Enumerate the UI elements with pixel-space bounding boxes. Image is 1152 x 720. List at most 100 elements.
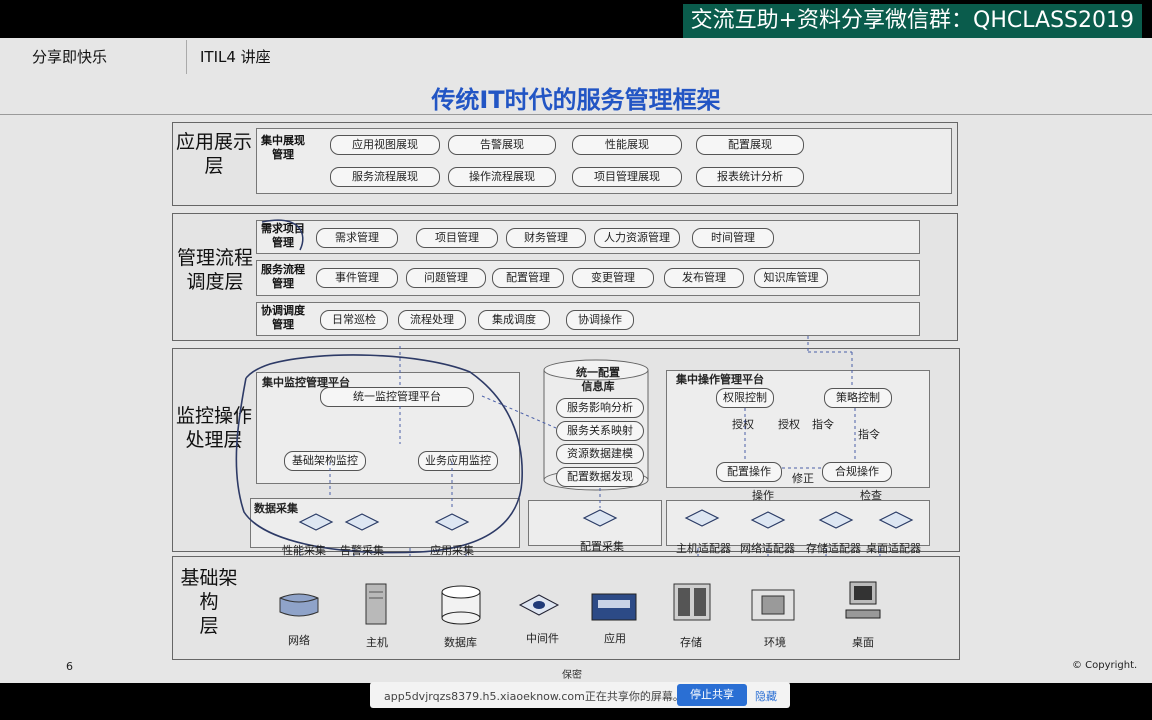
mgmt-layer-label: 管理流程调度层: [176, 247, 253, 293]
grant-label: 授权: [732, 418, 754, 431]
cmdb-item: 资源数据建模: [556, 444, 644, 464]
copyright: © Copyright.: [1072, 660, 1138, 671]
host-icon: [365, 583, 387, 625]
service-row-label: 服务流程管理: [261, 263, 305, 290]
infra-label: 网络: [288, 634, 310, 647]
infra-label: 中间件: [526, 632, 559, 645]
grant-label: 授权: [778, 418, 800, 431]
database-icon: [441, 585, 481, 625]
service-pill: 问题管理: [406, 268, 486, 288]
header-divider: [186, 40, 187, 74]
service-pill: 变更管理: [572, 268, 654, 288]
config-op-pill: 配置操作: [716, 462, 782, 482]
network-icon: [279, 593, 319, 617]
collector-diamond: [684, 509, 720, 527]
hide-button[interactable]: 隐藏: [755, 690, 777, 703]
cmdb-item: 服务关系映射: [556, 421, 644, 441]
footer-center: 保密: [562, 670, 582, 681]
demand-pill: 时间管理: [692, 228, 774, 248]
stop-sharing-button[interactable]: 停止共享: [677, 684, 747, 706]
perf-collect-label: 性能采集: [282, 544, 326, 557]
collection-panel: [250, 498, 520, 548]
demand-pill: 项目管理: [416, 228, 498, 248]
collector-diamond: [582, 509, 618, 527]
app-pill: 应用视图展现: [330, 135, 440, 155]
demand-row-label: 需求项目管理: [261, 222, 305, 249]
collection-label: 数据采集: [254, 502, 298, 515]
page-number: 6: [66, 660, 73, 673]
slide-title: 传统IT时代的服务管理框架: [431, 86, 721, 114]
collector-diamond: [344, 513, 380, 531]
adapter-label: 桌面适配器: [866, 542, 921, 555]
wechat-banner: 交流互助+资料分享微信群：QHCLASS2019: [682, 4, 1142, 38]
infra-monitor-pill: 基础架构监控: [284, 451, 366, 471]
compliance-op-pill: 合规操作: [822, 462, 892, 482]
collector-diamond: [750, 511, 786, 529]
infra-label: 存储: [680, 636, 702, 649]
coord-pill: 协调操作: [566, 310, 634, 330]
demand-pill: 需求管理: [316, 228, 398, 248]
instruct-label: 指令: [858, 428, 880, 441]
service-pill: 知识库管理: [754, 268, 828, 288]
service-pill: 配置管理: [492, 268, 564, 288]
header-left: 分享即快乐: [32, 48, 108, 66]
ops-platform-title: 集中操作管理平台: [676, 373, 764, 386]
infra-label: 应用: [604, 632, 626, 645]
app-pill: 服务流程展现: [330, 167, 440, 187]
environment-icon: [751, 589, 795, 621]
infra-label: 环境: [764, 636, 786, 649]
adapter-panel: [666, 500, 930, 546]
app-collect-label: 应用采集: [430, 544, 474, 557]
check-label: 检查: [860, 489, 882, 502]
unified-monitor-pill: 统一监控管理平台: [320, 387, 474, 407]
demand-pill: 人力资源管理: [594, 228, 680, 248]
demand-pill: 财务管理: [506, 228, 586, 248]
title-rule: [0, 114, 1152, 115]
monitor-layer-label: 监控操作处理层: [175, 405, 252, 451]
cmdb-item: 配置数据发现: [556, 467, 644, 487]
cmdb-item: 服务影响分析: [556, 398, 644, 418]
app-pill: 报表统计分析: [696, 167, 804, 187]
app-pill: 告警展现: [448, 135, 556, 155]
app-monitor-pill: 业务应用监控: [418, 451, 498, 471]
coord-pill: 流程处理: [398, 310, 466, 330]
service-pill: 事件管理: [316, 268, 398, 288]
alarm-collect-label: 告警采集: [340, 544, 384, 557]
op-label: 操作: [752, 489, 774, 502]
application-icon: [591, 593, 637, 621]
app-pill: 项目管理展现: [572, 167, 682, 187]
app-pill: 操作流程展现: [448, 167, 556, 187]
collector-diamond: [878, 511, 914, 529]
monitor-platform-title: 集中监控管理平台: [262, 376, 350, 389]
desktop-icon: [845, 581, 881, 619]
coord-pill: 集成调度: [478, 310, 550, 330]
coord-row-label: 协调调度管理: [261, 304, 305, 331]
app-pill: 配置展现: [696, 135, 804, 155]
app-layer-label: 应用展示层: [175, 131, 252, 177]
fix-label: 修正: [792, 472, 814, 485]
storage-icon: [673, 583, 711, 621]
app-row-label: 集中展现管理: [261, 134, 305, 161]
collector-diamond: [434, 513, 470, 531]
collector-diamond: [818, 511, 854, 529]
adapter-label: 网络适配器: [740, 542, 795, 555]
collector-diamond: [298, 513, 334, 531]
coord-pill: 日常巡检: [320, 310, 388, 330]
infra-layer-box: [172, 556, 960, 660]
middleware-icon: [518, 594, 560, 616]
app-pill: 性能展现: [572, 135, 682, 155]
infra-layer-label: 基础架构层: [180, 567, 238, 637]
adapter-label: 主机适配器: [676, 542, 731, 555]
config-collect-label: 配置采集: [580, 540, 624, 553]
infra-label: 主机: [366, 636, 388, 649]
perm-control-pill: 权限控制: [716, 388, 774, 408]
infra-label: 数据库: [444, 636, 477, 649]
policy-control-pill: 策略控制: [824, 388, 892, 408]
share-notice: app5dvjrqzs8379.h5.xiaoeknow.com正在共享你的屏幕…: [384, 690, 684, 703]
header-course: ITIL4 讲座: [200, 48, 271, 66]
cmdb-title: 统一配置信息库: [576, 366, 620, 393]
instruct-label: 指令: [812, 418, 834, 431]
adapter-label: 存储适配器: [806, 542, 861, 555]
service-pill: 发布管理: [664, 268, 744, 288]
